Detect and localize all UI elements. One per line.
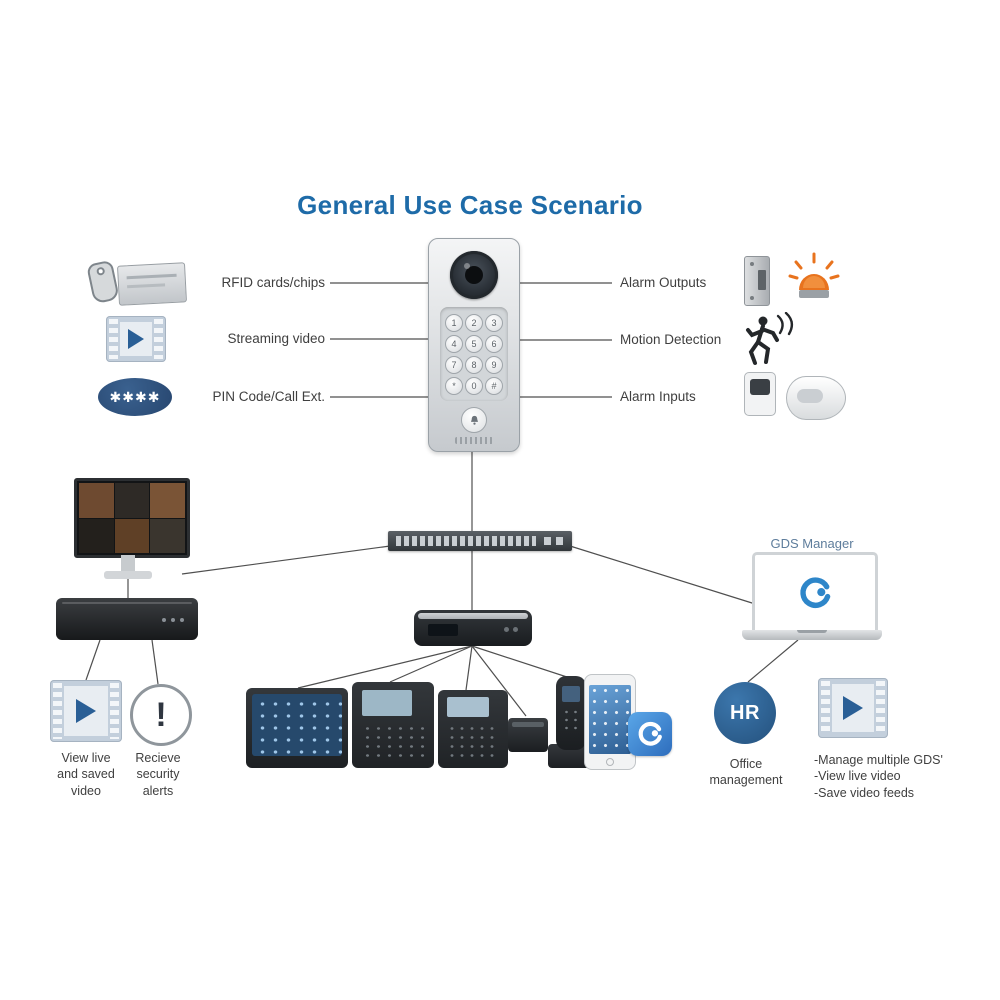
video-feed-icon-right — [818, 678, 888, 738]
ip-phone-large — [352, 682, 434, 768]
gds-manager-laptop — [752, 552, 878, 631]
pin-code-badge: ✱✱✱✱ — [98, 378, 172, 416]
speaker-grille-icon — [455, 437, 493, 444]
play-icon — [128, 329, 144, 349]
keypad-key: 9 — [485, 355, 503, 374]
feature-label-rfid: RFID cards/chips — [221, 275, 325, 290]
caption-security-alerts: Recieve security alerts — [135, 751, 181, 798]
camera-feed-grid — [79, 483, 185, 553]
caption-view-video: View live and saved video — [57, 751, 115, 798]
keypad-key: 1 — [445, 313, 463, 332]
keypad-key: 5 — [465, 334, 483, 353]
page-title: General Use Case Scenario — [297, 190, 643, 220]
ip-pbx — [414, 610, 532, 646]
monitor-stand-base — [104, 571, 152, 579]
keypad: 1 2 3 4 5 6 7 8 9 * 0 # — [440, 307, 508, 401]
feature-label-pin: PIN Code/Call Ext. — [212, 389, 325, 404]
gds-manager-label: GDS Manager — [770, 536, 854, 551]
keypad-key: 2 — [465, 313, 483, 332]
keypad-key: 4 — [445, 334, 463, 353]
door-sensor-icon — [744, 372, 776, 416]
feature-label-alarm-inputs: Alarm Inputs — [620, 389, 696, 404]
nvr-recorder — [56, 598, 198, 640]
smartphone — [584, 674, 636, 770]
caption-office-management: Office management — [709, 757, 783, 788]
laptop-logo-icon — [800, 577, 831, 608]
play-icon — [76, 699, 96, 723]
keypad-key: # — [485, 376, 503, 395]
pir-sensor-icon — [786, 376, 846, 420]
laptop-base — [742, 630, 882, 640]
pbx-buttons — [513, 627, 518, 632]
keypad-key: 8 — [465, 355, 483, 374]
keypad-key: 3 — [485, 313, 503, 332]
door-strike-icon — [744, 256, 770, 306]
keypad-key: 6 — [485, 334, 503, 353]
keypad-key: * — [445, 376, 463, 395]
switch-ports — [396, 536, 536, 546]
hr-badge: HR — [714, 682, 776, 744]
keypad-key: 7 — [445, 355, 463, 374]
doorbell-icon — [461, 407, 487, 433]
network-switch — [388, 531, 572, 551]
rfid-card-icon — [116, 262, 188, 306]
ata-box — [508, 718, 548, 752]
alarm-beacon-icon — [788, 252, 840, 298]
video-feed-icon-left — [50, 680, 122, 742]
motion-runner-icon — [746, 312, 794, 365]
caption-gds-notes: -Manage multiple GDS' -View live video -… — [814, 753, 943, 800]
film-strip-icon — [106, 316, 166, 362]
wave-app-icon — [628, 712, 672, 756]
door-camera-icon — [450, 251, 498, 299]
alert-circle-icon: ! — [130, 684, 192, 746]
monitor-stand — [121, 555, 135, 571]
keypad-key: 0 — [465, 376, 483, 395]
surveillance-monitor — [74, 478, 190, 558]
switch-uplink-ports — [544, 537, 564, 545]
door-station: 1 2 3 4 5 6 7 8 9 * 0 # — [428, 238, 520, 452]
dect-phone — [556, 676, 586, 750]
feature-label-motion-detection: Motion Detection — [620, 332, 722, 347]
ip-phone-small — [438, 690, 508, 768]
video-phone — [246, 688, 348, 768]
pbx-screen — [428, 624, 458, 636]
feature-label-alarm-outputs: Alarm Outputs — [620, 275, 707, 290]
feature-label-streaming: Streaming video — [227, 331, 325, 346]
play-icon — [843, 696, 863, 720]
